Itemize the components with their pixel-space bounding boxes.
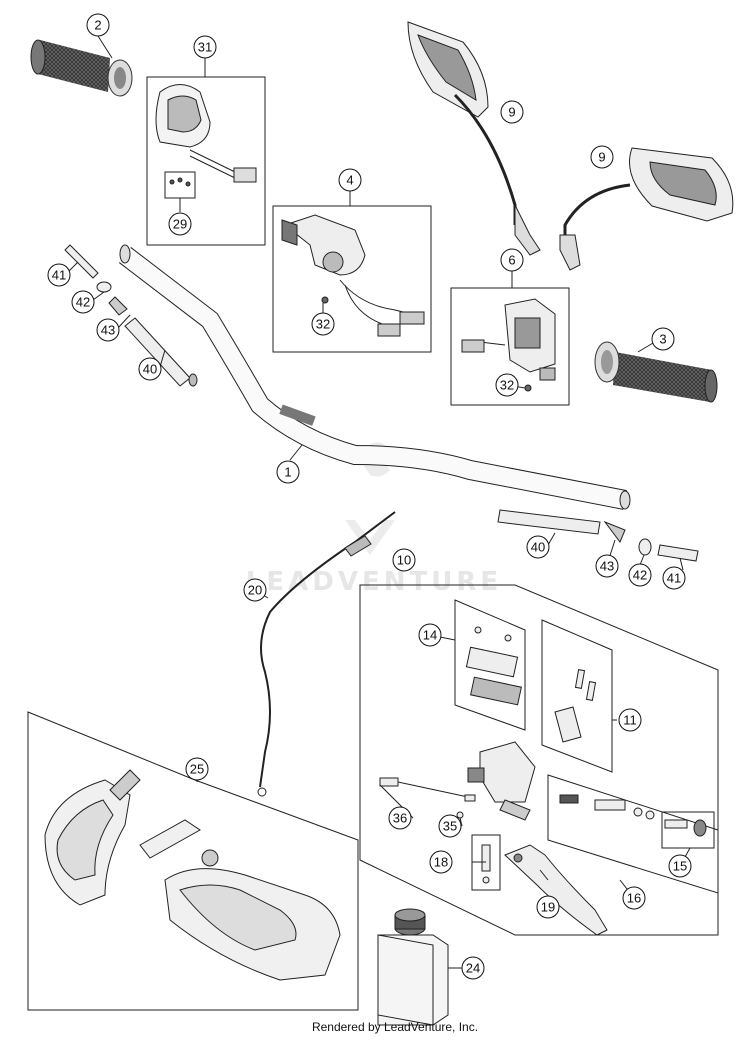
footer-text: Rendered by LeadVenture, Inc. — [311, 1020, 479, 1034]
hand-guards — [44, 769, 341, 981]
callout-36[interactable]: 36 — [388, 806, 412, 830]
callout-18[interactable]: 18 — [429, 850, 453, 874]
callout-label: 40 — [143, 362, 157, 377]
callout-40-right[interactable]: 40 — [526, 535, 550, 559]
grip-left — [30, 39, 133, 97]
callout-35[interactable]: 35 — [438, 814, 462, 838]
master-cylinder — [467, 741, 536, 821]
callout-24[interactable]: 24 — [461, 956, 485, 980]
callout-label: 2 — [94, 18, 101, 33]
callout-42-right[interactable]: 42 — [628, 563, 652, 587]
callout-label: 9 — [508, 105, 515, 120]
brake-fluid-bottle — [377, 908, 449, 1026]
box-14 — [454, 599, 526, 731]
callout-label: 9 — [598, 150, 605, 165]
callout-label: 18 — [434, 855, 448, 870]
bar-end-right — [497, 509, 699, 562]
callout-9-right[interactable]: 9 — [590, 145, 614, 169]
callout-2[interactable]: 2 — [86, 13, 110, 37]
callout-14[interactable]: 14 — [418, 623, 442, 647]
box-15 — [661, 811, 715, 849]
callout-3[interactable]: 3 — [651, 327, 675, 351]
callout-43-right[interactable]: 43 — [595, 554, 619, 578]
bar-end-left — [64, 244, 198, 387]
callout-label: 41 — [52, 268, 66, 283]
callouts: 2 31 29 4 32 9 9 6 32 3 41 42 43 40 1 40… — [47, 13, 692, 980]
callout-label: 14 — [423, 628, 437, 643]
lever-19 — [504, 844, 608, 936]
switch-31 — [155, 84, 257, 187]
reservoir-cover — [465, 626, 522, 706]
callout-41-left[interactable]: 41 — [47, 263, 71, 287]
callout-label: 11 — [623, 713, 637, 728]
callout-40-left[interactable]: 40 — [138, 357, 162, 381]
callout-15[interactable]: 15 — [668, 854, 692, 878]
mirror-right — [559, 147, 734, 271]
box-6 — [450, 287, 570, 406]
watermark-text: LEADVENTURE — [246, 567, 502, 597]
clutch-cable — [257, 511, 396, 797]
callout-label: 1 — [284, 465, 291, 480]
callout-label: 25 — [190, 762, 204, 777]
callout-label: 32 — [316, 317, 330, 332]
callout-label: 31 — [198, 40, 212, 55]
box-16 — [547, 774, 719, 894]
callout-label: 16 — [627, 891, 641, 906]
box-25 — [27, 711, 359, 1011]
callout-label: 42 — [633, 568, 647, 583]
callout-label: 20 — [248, 583, 262, 598]
callout-label: 6 — [508, 253, 515, 268]
callout-label: 42 — [76, 295, 90, 310]
footer-credit: Rendered by LeadVenture, Inc. — [0, 1020, 750, 1034]
box-31 — [146, 76, 266, 246]
callout-31[interactable]: 31 — [193, 35, 217, 59]
callout-32-right[interactable]: 32 — [495, 373, 519, 397]
callout-label: 24 — [466, 961, 480, 976]
mirror-left — [407, 21, 541, 256]
callout-41-right[interactable]: 41 — [662, 566, 686, 590]
callout-1[interactable]: 1 — [276, 460, 300, 484]
switch-4 — [281, 214, 425, 337]
bolt-18 — [481, 844, 491, 884]
callout-label: 3 — [659, 332, 666, 347]
box-11 — [541, 619, 613, 773]
callout-label: 29 — [173, 217, 187, 232]
callout-29[interactable]: 29 — [168, 212, 192, 236]
callout-11[interactable]: 11 — [618, 708, 642, 732]
handlebar — [118, 244, 631, 510]
box-10 — [359, 584, 719, 936]
grip-right — [594, 341, 718, 403]
callout-32[interactable]: 32 — [311, 312, 335, 336]
box-4 — [272, 205, 432, 353]
callout-20[interactable]: 20 — [243, 578, 267, 602]
callout-16[interactable]: 16 — [622, 886, 646, 910]
callout-label: 15 — [673, 859, 687, 874]
callout-25[interactable]: 25 — [185, 757, 209, 781]
callout-label: 40 — [531, 540, 545, 555]
callout-43-left[interactable]: 43 — [96, 318, 120, 342]
callout-label: 4 — [346, 173, 353, 188]
callout-label: 41 — [667, 571, 681, 586]
box-29 — [164, 171, 196, 199]
callout-9-left[interactable]: 9 — [500, 100, 524, 124]
callout-label: 36 — [393, 811, 407, 826]
callout-label: 35 — [443, 819, 457, 834]
callout-label: 43 — [101, 323, 115, 338]
callout-19[interactable]: 19 — [536, 895, 560, 919]
callout-label: 19 — [541, 900, 555, 915]
callout-label: 32 — [500, 378, 514, 393]
switch-36 — [379, 777, 476, 819]
callout-4[interactable]: 4 — [338, 168, 362, 192]
switch-6 — [461, 298, 556, 392]
piston-kit-16 — [559, 794, 707, 837]
callout-label: 43 — [600, 559, 614, 574]
callout-42-left[interactable]: 42 — [71, 290, 95, 314]
callout-label: 10 — [397, 553, 411, 568]
callout-10[interactable]: 10 — [392, 548, 416, 572]
callout-6[interactable]: 6 — [500, 248, 524, 272]
clamp-11 — [554, 669, 597, 743]
